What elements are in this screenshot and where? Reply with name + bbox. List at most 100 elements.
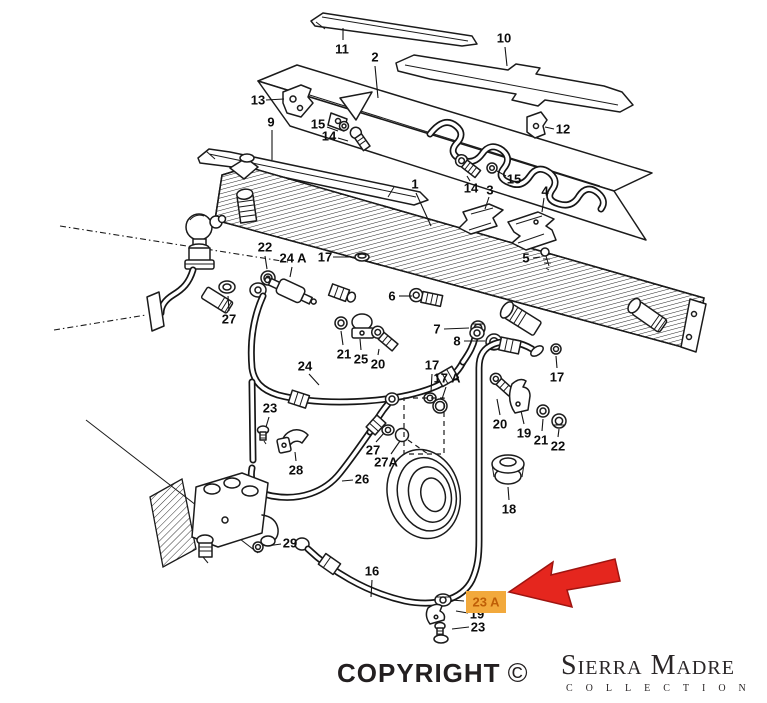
trim-strip-11 [310,12,478,47]
bracket-3 [458,203,504,235]
leader-line [294,451,297,462]
condenser-core-1 [214,153,707,353]
leader-line [340,330,344,346]
trim-strip-10 [395,54,634,113]
part-label-2: 2 [371,50,378,65]
leader-line [289,266,293,278]
leader-line [496,170,507,177]
brand-logo-text: Sierra Madre [561,650,735,681]
nut-21-right [536,404,550,418]
valve-24a [264,276,317,305]
part-label-20: 20 [493,417,507,432]
leader-line [390,440,401,455]
manifold-block [149,472,279,568]
part-label-7: 7 [433,322,440,337]
part-label-5: 5 [522,251,529,266]
leader-line [541,197,545,213]
copyright-text: COPYRIGHT© [337,658,529,688]
screw-5 [540,247,551,271]
mount-outline [403,397,445,455]
part-label-27: 27 [222,312,236,327]
bracket-4 [507,211,557,251]
clamp-19-right [508,378,531,414]
part-label-17: 17 [318,250,332,265]
part-label-18: 18 [502,502,516,517]
screw-23-bottom [433,621,449,644]
part-label-24a: 24 A [280,251,308,266]
leader-line [341,479,354,482]
leader-line [520,410,525,425]
leader-line [430,373,433,393]
part-label-4: 4 [541,184,549,199]
part-label-1: 1 [411,177,418,192]
part-label-17: 17 [425,358,439,373]
oring-17a [432,398,448,414]
part-label-22: 22 [551,439,565,454]
leader-line [370,579,373,598]
part-label-27: 27 [366,443,380,458]
part-label-20: 20 [371,357,385,372]
leader-line [450,599,465,602]
fastener-15-right [486,162,498,174]
part-label-24: 24 [298,359,313,374]
hose-24 [247,282,485,464]
leader-line [557,428,560,438]
part-label-22: 22 [258,240,272,255]
part-label-8: 8 [453,334,460,349]
hose-collar [327,283,357,303]
leader-line [541,418,544,432]
leader-line [326,126,339,132]
part-label-16: 16 [365,564,379,579]
part-label-21: 21 [534,433,548,448]
leader-line [532,256,541,259]
part-label-12: 12 [556,122,570,137]
leader-line [443,327,470,330]
part-label-28: 28 [289,463,303,478]
screw-23-left [256,425,270,445]
leader-line [377,348,380,356]
part-label-26: 26 [355,472,369,487]
nut-29 [252,541,264,553]
leader-line [544,126,555,130]
axis-line-2 [53,314,147,331]
strap-28 [276,429,309,454]
leader-line [451,626,470,630]
fastener-15-left [338,120,350,132]
washer-27-mid [381,424,395,436]
leader-line [484,196,490,210]
leader-line [337,137,349,142]
part-label-15: 15 [311,117,325,132]
brand-logo-subtext: COLLECTION [566,683,759,694]
highlight-box[interactable] [466,591,506,613]
leader-line [375,432,385,443]
part-label-27a: 27A [374,455,398,470]
cap-17-left [354,252,370,262]
part-label-17: 17 [550,370,564,385]
bolt-14-left [349,126,371,152]
leader-line [555,355,558,369]
diagram-artwork [53,12,707,644]
axis-line [59,225,289,263]
part-label-14: 14 [464,181,479,196]
leader-line [466,175,471,182]
leader-line [359,338,362,351]
clamp-19-bottom [425,603,446,625]
leader-line [441,386,447,400]
part-label-14: 14 [322,129,337,144]
leader-line [374,65,379,99]
part-label-23a-highlighted[interactable]: 23 A [473,595,501,610]
ring-17-right [550,343,562,355]
part-label-6: 6 [388,289,395,304]
part-label-11: 11 [335,42,349,57]
leader-line [308,373,320,386]
leader-line [415,192,432,227]
leader-line [265,98,285,101]
hose-16 [294,336,544,607]
highlighted-part-label[interactable]: 23 A [450,591,506,613]
part-label-23: 23 [471,620,485,635]
clamp-25 [351,313,375,339]
part-label-10: 10 [497,31,511,46]
leader-line [264,255,268,270]
